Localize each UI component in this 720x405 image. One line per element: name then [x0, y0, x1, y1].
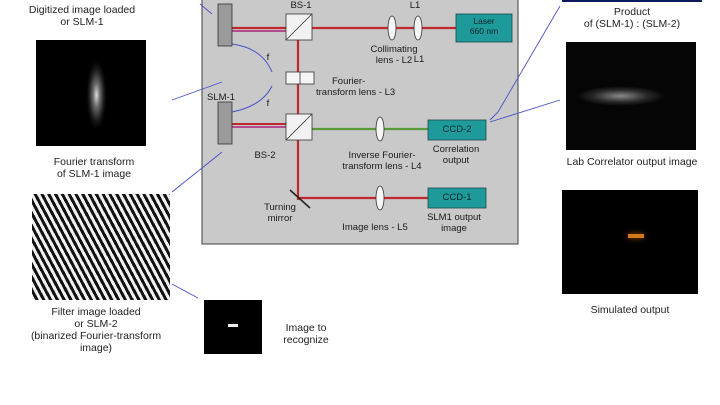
- bench-correlation: Correlation output: [424, 144, 488, 166]
- pointer-lab-output: [489, 99, 561, 123]
- bench-turning-line1: Turning: [264, 202, 296, 213]
- bench-laser: Laser 660 nm: [456, 16, 512, 36]
- bench-slm1: SLM-1: [207, 92, 235, 103]
- label-product: Product of (SLM-1) : (SLM-2): [552, 6, 712, 30]
- pointer-filter-image: [171, 151, 223, 193]
- lens-l1: [413, 15, 423, 41]
- slm-1-panel: [217, 101, 233, 145]
- bench-l1-top: L1: [409, 0, 421, 11]
- filter-image: [32, 194, 170, 300]
- bench-bs2: BS-2: [254, 150, 276, 161]
- turning-mirror: [289, 189, 311, 209]
- bench-inverse-lens: Inverse Fourier- transform lens - L4: [338, 150, 426, 172]
- pointer-recognize: [171, 283, 199, 299]
- pointer-digitized: [199, 3, 213, 15]
- bench-slm1-output: SLM1 output image: [420, 212, 488, 234]
- lens-l4: [375, 116, 385, 142]
- pointer-product: [489, 111, 499, 121]
- simulated-output-image: [562, 190, 698, 294]
- simulated-spot: [628, 234, 644, 238]
- ccd-1-box: [427, 187, 487, 209]
- bench-laser-line2: 660 nm: [469, 26, 499, 36]
- bench-fourier-lens: Fourier- transform lens - L3: [316, 76, 408, 98]
- label-digitized-line1: Digitized image loaded: [28, 4, 136, 16]
- label-simulated: Simulated output: [590, 304, 670, 316]
- label-digitized: Digitized image loaded or SLM-1: [0, 4, 164, 28]
- lens-l5: [375, 185, 385, 211]
- label-product-line1: Product: [613, 6, 651, 18]
- product-image: [562, 0, 702, 2]
- label-fourier-tf: Fourier transform of SLM-1 image: [14, 156, 174, 180]
- bench-collimating-line1: Collimating: [370, 44, 418, 55]
- bench-l1: L1: [413, 54, 425, 65]
- laser-box: [455, 13, 513, 43]
- label-filter-line3: (binarized Fourier-transform: [30, 330, 162, 342]
- bench-turning-line2: mirror: [267, 213, 293, 224]
- bench-ccd2: CCD-2: [442, 124, 472, 135]
- bench-correlation-line2: output: [442, 155, 470, 166]
- pointer-fourier-image: [171, 81, 223, 101]
- label-product-line2: of (SLM-1) : (SLM-2): [583, 18, 681, 30]
- label-recognize: Image to recognize: [268, 322, 344, 346]
- label-filter: Filter image loaded or SLM-2 (binarized …: [6, 306, 186, 354]
- bench-inverse-line2: transform lens - L4: [342, 161, 422, 172]
- bs1-diagonal: [285, 13, 313, 41]
- label-lab-output: Lab Correlator output image: [566, 156, 698, 168]
- label-recognize-line1: Image to: [285, 322, 327, 334]
- bench-turning: Turning mirror: [258, 202, 302, 224]
- bs2-diagonal: [285, 113, 313, 141]
- image-to-recognize: [204, 300, 262, 354]
- focal-arc-bottom: [231, 85, 273, 113]
- bench-fourier-line1: Fourier-: [332, 76, 366, 87]
- label-recognize-line2: recognize: [283, 334, 329, 346]
- target-spot: [228, 324, 238, 327]
- focal-arc-top: [231, 43, 273, 73]
- bench-fourier-line2: transform lens - L3: [316, 87, 396, 98]
- label-fourier-line2: of SLM-1 image: [56, 168, 132, 180]
- label-fourier-line1: Fourier transform: [53, 156, 135, 168]
- label-filter-line2: or SLM-2: [74, 318, 118, 330]
- label-filter-line4: image): [79, 342, 113, 354]
- bench-collimating: Collimating lens - L2: [362, 44, 426, 66]
- bench-ccd1: CCD-1: [442, 192, 472, 203]
- bench-collimating-line2: lens - L2: [375, 55, 413, 66]
- label-digitized-line2: or SLM-1: [60, 16, 104, 28]
- label-filter-line1: Filter image loaded: [51, 306, 141, 318]
- fourier-transform-image: [36, 40, 146, 146]
- slm-2-panel: [217, 3, 233, 47]
- bench-slm1-output-line1: SLM1 output: [427, 212, 481, 223]
- bench-image-lens: Image lens - L5: [342, 222, 408, 233]
- pointer-product-b: [497, 5, 561, 113]
- bench-bs1: BS-1: [290, 0, 312, 11]
- lab-correlator-image: [566, 42, 696, 150]
- bench-slm1-output-line2: image: [441, 223, 467, 234]
- bench-f-bottom: f: [266, 98, 270, 109]
- bench-laser-line1: Laser: [473, 16, 495, 26]
- lens-l2: [387, 15, 397, 41]
- bench-inverse-line1: Inverse Fourier-: [348, 150, 416, 161]
- bench-correlation-line1: Correlation: [432, 144, 480, 155]
- ccd-2-box: [427, 119, 487, 141]
- bench-f-top: f: [266, 52, 270, 63]
